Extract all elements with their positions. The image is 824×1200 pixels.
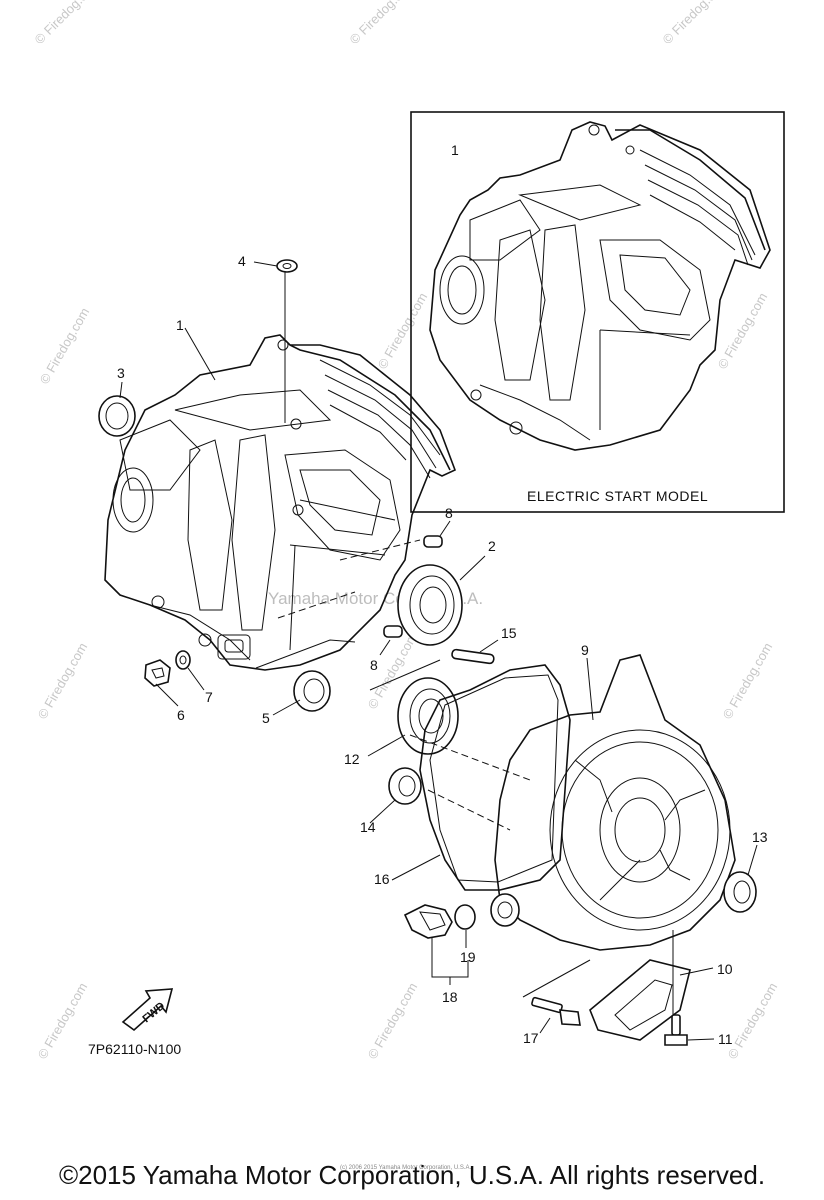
part-4-washer-hole xyxy=(282,263,292,269)
part-9-crankcase-cover xyxy=(490,654,736,951)
part-14-oil-seal xyxy=(388,767,422,805)
assembly-lines xyxy=(277,539,531,831)
callout-14: 14 xyxy=(360,819,376,835)
callout-4: 4 xyxy=(238,253,246,269)
callout-8-lower: 8 xyxy=(370,657,378,673)
part-18-filler-cap xyxy=(403,904,453,939)
callout-10: 10 xyxy=(717,961,733,977)
watermark-firedog: © Firedog.com xyxy=(725,980,781,1062)
fine-print: (c) 2006 2015 Yamaha Motor Corporation, … xyxy=(340,1165,472,1171)
callout-1-inset: 1 xyxy=(451,142,459,158)
callout-11: 11 xyxy=(718,1031,733,1047)
part-13-oil-seal xyxy=(723,871,757,913)
watermark-firedog: © Firedog.com xyxy=(375,290,431,372)
callout-12: 12 xyxy=(344,751,360,767)
callout-17: 17 xyxy=(523,1030,539,1046)
callout-3: 3 xyxy=(117,365,125,381)
part-4-washer xyxy=(276,259,298,273)
watermarks: © Firedog.com © Firedog.com © Firedog.co… xyxy=(32,0,781,1062)
callout-15: 15 xyxy=(501,625,517,641)
part-6-drain-bolt xyxy=(144,659,171,687)
callout-6: 6 xyxy=(177,707,185,723)
inset-label: ELECTRIC START MODEL xyxy=(527,488,708,504)
part-2-bearing xyxy=(397,564,463,646)
part-16-gasket-inner xyxy=(429,674,559,883)
callout-7: 7 xyxy=(205,689,213,705)
watermark-firedog: © Firedog.com xyxy=(37,305,93,387)
part-19-o-ring xyxy=(454,904,476,930)
part-12-bearing xyxy=(397,677,459,755)
crankcase-main-drawing xyxy=(104,270,457,671)
watermark-firedog: © Firedog.com xyxy=(35,980,91,1062)
part-11-bolt xyxy=(664,1014,688,1046)
watermark-firedog: © Firedog.com xyxy=(32,0,103,47)
part-3-oil-seal xyxy=(98,395,136,437)
diagram-code: 7P62110-N100 xyxy=(88,1041,181,1057)
inset-frame xyxy=(410,111,785,513)
part-10-bracket-cutout xyxy=(614,979,673,1031)
callout-13: 13 xyxy=(752,829,768,845)
watermark-firedog: © Firedog.com xyxy=(365,980,421,1062)
watermark-firedog: © Firedog.com xyxy=(660,0,731,47)
watermark-firedog: © Firedog.com xyxy=(715,290,771,372)
watermark-firedog: © Firedog.com xyxy=(35,640,91,722)
watermark-firedog: © Firedog.com xyxy=(347,0,418,47)
callout-8-upper: 8 xyxy=(445,505,453,521)
fwd-arrow-icon: FWD xyxy=(121,988,174,1032)
callout-2: 2 xyxy=(488,538,496,554)
callout-1: 1 xyxy=(176,317,184,333)
part-17-bolt xyxy=(531,996,581,1026)
part-8-dowel-pins xyxy=(383,535,443,638)
part-16-gasket xyxy=(419,664,571,891)
part-7-gasket xyxy=(175,650,191,670)
callout-16: 16 xyxy=(374,871,390,887)
inset-electric-start: ELECTRIC START MODEL xyxy=(410,111,785,513)
inset-crankcase-drawing xyxy=(429,121,771,451)
part-15-dowel-pin xyxy=(451,648,495,665)
part-10-bracket xyxy=(589,959,691,1041)
callouts: 1 1 2 3 4 5 6 7 8 8 9 10 11 12 13 14 15 … xyxy=(117,142,768,1047)
leaders xyxy=(119,261,758,1041)
footer-copyright: ©2015 Yamaha Motor Corporation, U.S.A. A… xyxy=(58,1160,766,1190)
callout-9: 9 xyxy=(581,642,589,658)
callout-18: 18 xyxy=(442,989,458,1005)
callout-5: 5 xyxy=(262,710,270,726)
callout-19: 19 xyxy=(460,949,476,965)
watermark-firedog: © Firedog.com xyxy=(720,640,776,722)
part-5-oil-seal xyxy=(293,670,331,712)
